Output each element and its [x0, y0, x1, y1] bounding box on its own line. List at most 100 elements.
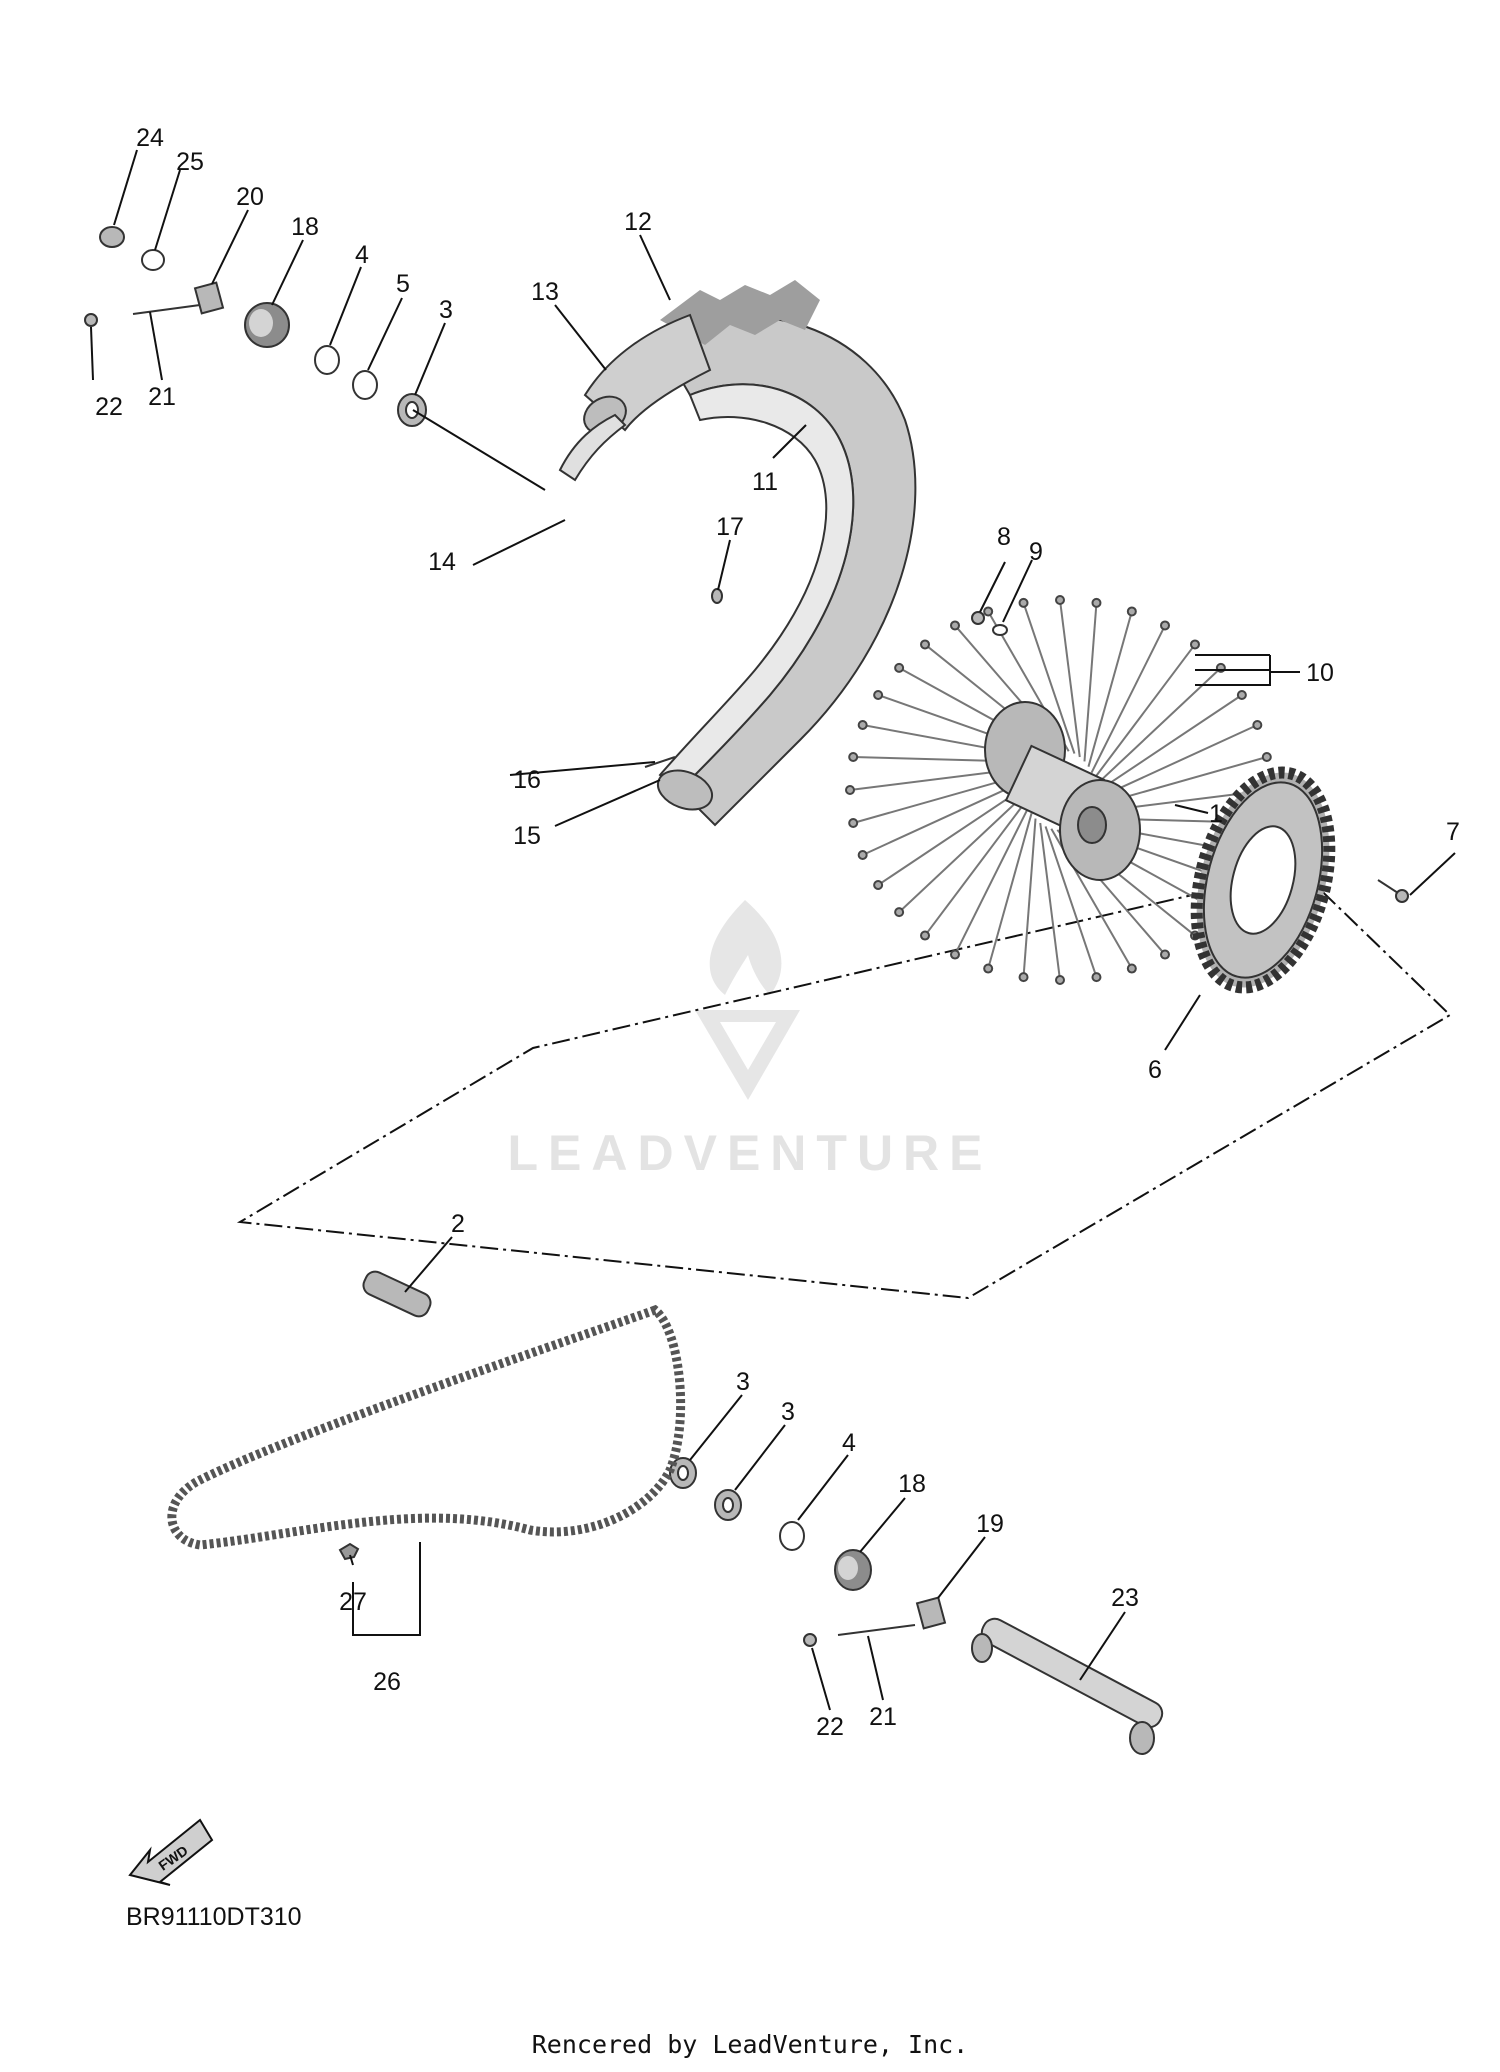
sprocket-part-6	[1190, 766, 1409, 994]
watermark-v-logo	[695, 1010, 800, 1100]
bearing-part-3-right-a-hole	[677, 1465, 689, 1481]
spoke-nipple	[1091, 972, 1102, 983]
chain-part-26	[167, 1304, 686, 1550]
washer-part-25	[141, 249, 165, 271]
diagram-code: BR91110DT310	[126, 1903, 302, 1931]
tire-tread	[660, 280, 820, 345]
rim-band-part-14	[558, 413, 627, 482]
callout-3-lower-a: 3	[736, 1368, 750, 1396]
adjuster-part-19	[915, 1596, 947, 1630]
spoke	[924, 800, 1028, 937]
spoke	[1044, 826, 1098, 978]
spoke-nipple	[1252, 720, 1263, 731]
collar-part-18-right-face	[838, 1556, 858, 1580]
footer-credit: Rencered by LeadVenture, Inc.	[531, 2030, 969, 2059]
spoke-nipple	[1189, 639, 1200, 650]
spoke-nipple	[983, 963, 994, 974]
spoke	[954, 806, 1030, 955]
callout-4-top: 4	[355, 241, 369, 269]
callout-18-top: 18	[291, 213, 319, 241]
nut-part-24	[99, 226, 125, 248]
spoke-nipple	[857, 849, 868, 860]
spoke-nipple	[920, 639, 931, 650]
callout-13: 13	[531, 278, 559, 306]
axle-part-23	[980, 1617, 1164, 1729]
spoke-nipple	[1018, 597, 1029, 608]
callout-20: 20	[236, 183, 264, 211]
nut-part-22-right	[803, 1633, 817, 1647]
washer-part-9	[992, 624, 1008, 636]
callout-22-top: 22	[95, 393, 123, 421]
spoke-nipple	[848, 752, 859, 763]
bearing-part-3-right-b-hole	[722, 1497, 734, 1513]
spoke	[1083, 602, 1098, 762]
valve-part-16	[644, 756, 676, 768]
callout-18-lower: 18	[898, 1470, 926, 1498]
nipple-part-8	[971, 611, 985, 625]
hub-body	[984, 701, 1141, 881]
spoke	[877, 786, 1026, 886]
bearing-part-3-left-hole	[405, 401, 419, 419]
spoke	[1022, 602, 1076, 754]
circlip-part-5	[352, 370, 378, 400]
watermark-text: LEADVENTURE	[507, 1125, 992, 1181]
tire-assembly	[558, 280, 917, 827]
callout-2: 2	[451, 1210, 465, 1238]
collar-part-2	[362, 1270, 432, 1318]
callout-10: 10	[1306, 659, 1334, 687]
spoke-nipple	[983, 606, 994, 617]
valve-cap-part-17	[711, 588, 723, 604]
bolt-part-21-right	[837, 1624, 916, 1636]
leader-lines	[90, 149, 1456, 1711]
callout-6: 6	[1148, 1056, 1162, 1084]
spoke	[1092, 643, 1196, 780]
spoke	[1094, 667, 1222, 787]
callout-labels: 24 25 20 18 4 5 3 22 21 12 13 11 14 17 1…	[95, 124, 1460, 1741]
spoke	[1059, 599, 1081, 758]
master-link-part-27	[338, 1542, 360, 1561]
watermark: LEADVENTURE	[507, 900, 992, 1181]
spoke-nipple	[857, 720, 868, 731]
spoke	[1087, 611, 1133, 767]
axle-part-23-head	[1129, 1721, 1155, 1755]
adjuster-part-20	[193, 281, 225, 315]
callout-24: 24	[136, 124, 164, 152]
callout-5: 5	[396, 270, 410, 298]
spoke	[987, 813, 1033, 969]
callout-23: 23	[1111, 1584, 1139, 1612]
spoke-nipple	[1126, 963, 1137, 974]
spoke-nipple	[950, 949, 960, 960]
fwd-arrow-icon: FWD	[128, 1818, 214, 1886]
nut-part-22-left	[84, 313, 98, 327]
spoke-nipple	[894, 907, 905, 918]
bolt-part-7-head	[1395, 889, 1409, 903]
spoke-nipple	[1018, 972, 1029, 983]
callout-1: 1	[1209, 800, 1223, 828]
callout-3-top: 3	[439, 296, 453, 324]
callout-19: 19	[976, 1510, 1004, 1538]
spoke	[1090, 625, 1166, 774]
spoke	[1039, 822, 1061, 981]
callout-16: 16	[513, 766, 541, 794]
spoke-nipple	[1160, 949, 1170, 960]
callout-26: 26	[373, 1668, 401, 1696]
spoke	[898, 793, 1026, 913]
callout-11: 11	[752, 468, 778, 496]
callout-9: 9	[1029, 538, 1043, 566]
callout-15: 15	[513, 822, 541, 850]
fwd-arrow-shape	[128, 1818, 214, 1886]
watermark-flame-icon	[709, 900, 782, 995]
callout-21-top: 21	[148, 383, 176, 411]
spoke-nipple	[1261, 752, 1272, 763]
callout-3-lower-b: 3	[781, 1398, 795, 1426]
callout-12: 12	[624, 208, 652, 236]
spoke-nipple	[845, 785, 855, 795]
seal-part-4-left	[314, 345, 340, 375]
spoke	[862, 779, 1027, 856]
spoke-nipple	[920, 930, 931, 941]
bolt-part-21-left	[132, 304, 201, 315]
spoke-nipple	[894, 662, 905, 673]
callout-27: 27	[339, 1588, 367, 1616]
assembly-outline	[236, 869, 1452, 1300]
